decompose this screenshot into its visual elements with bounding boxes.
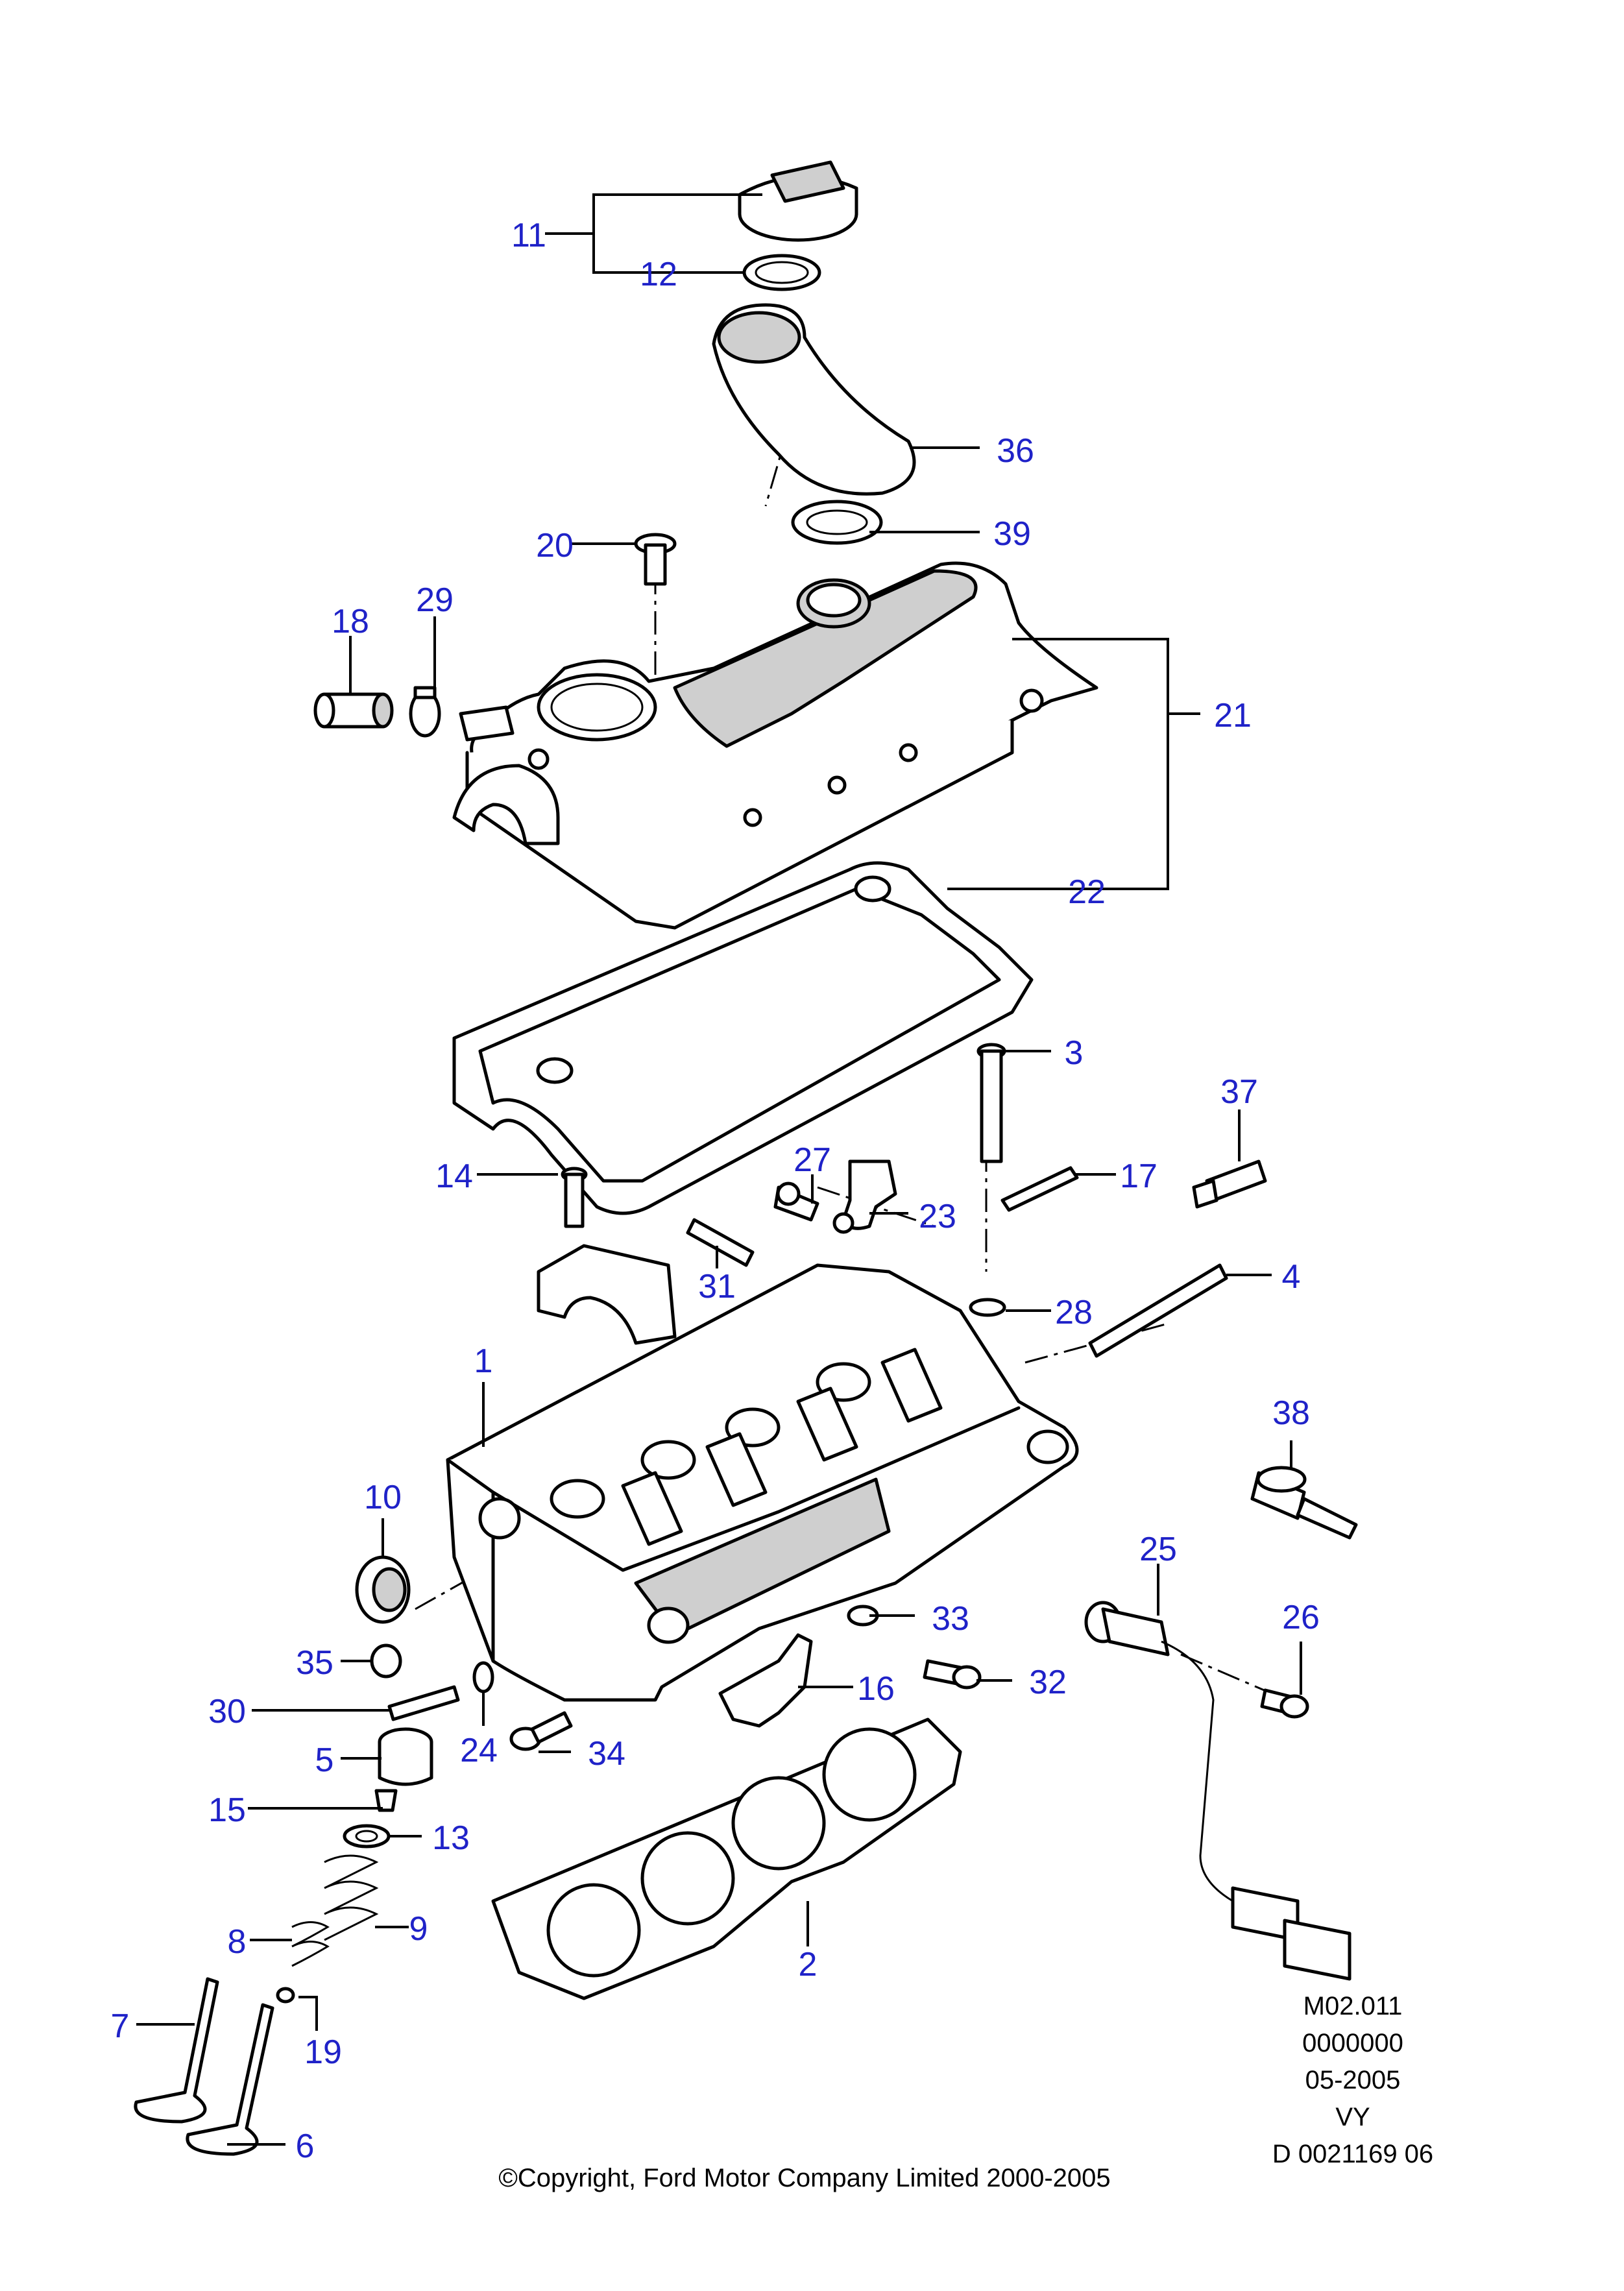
callout-18: 18 xyxy=(332,603,369,640)
hose-clip xyxy=(409,686,441,738)
callout-26: 26 xyxy=(1282,1599,1320,1636)
callout-3: 3 xyxy=(1065,1034,1084,1072)
rod xyxy=(1088,1263,1228,1358)
cover-bolt xyxy=(634,533,677,586)
copyright-notice: ©Copyright, Ford Motor Company Limited 2… xyxy=(498,2164,1110,2192)
dowel-pin xyxy=(1000,1166,1079,1212)
callout-23: 23 xyxy=(919,1198,956,1235)
temperature-sensor xyxy=(1192,1159,1267,1209)
callout-38: 38 xyxy=(1272,1394,1310,1432)
cylinder-head-cover xyxy=(452,561,1098,930)
callout-11: 11 xyxy=(511,217,546,254)
camshaft-seal xyxy=(355,1555,411,1624)
bearing-cap-bolt xyxy=(561,1167,588,1228)
callout-27: 27 xyxy=(794,1141,831,1179)
callout-33: 33 xyxy=(932,1600,969,1638)
tappet xyxy=(378,1727,433,1786)
diagram-code-block: M02.011 0000000 05-2005 VY D 0021169 06 xyxy=(1272,1992,1433,2168)
diagram-code-line4: VY xyxy=(1335,2103,1370,2131)
washer xyxy=(969,1298,1006,1317)
callout-25: 25 xyxy=(1139,1531,1177,1568)
callout-4: 4 xyxy=(1282,1258,1301,1296)
callout-29: 29 xyxy=(416,581,454,619)
valve-collet xyxy=(374,1789,398,1812)
callout-labels: 1 2 3 4 5 6 7 8 9 10 11 12 13 14 15 16 1… xyxy=(111,217,1320,2165)
callout-13: 13 xyxy=(432,1819,470,1857)
callout-9: 9 xyxy=(409,1910,428,1948)
head-gasket xyxy=(491,1717,962,2000)
diagram-code-line3: 05-2005 xyxy=(1305,2066,1401,2094)
callout-30: 30 xyxy=(208,1693,246,1730)
filler-cap-seal xyxy=(742,254,821,291)
callout-28: 28 xyxy=(1055,1294,1093,1331)
diagram-code-line5: D 0021169 06 xyxy=(1272,2140,1433,2168)
breather-hose xyxy=(313,692,394,729)
callout-17: 17 xyxy=(1120,1158,1157,1195)
bolt-32 xyxy=(923,1659,982,1690)
bolt-34 xyxy=(509,1711,573,1751)
callout-31: 31 xyxy=(698,1268,736,1305)
callout-6: 6 xyxy=(296,2127,315,2165)
callout-39: 39 xyxy=(993,515,1031,553)
callout-19: 19 xyxy=(304,2033,342,2071)
spring-retainer xyxy=(343,1824,391,1849)
callout-24: 24 xyxy=(460,1732,498,1769)
plug xyxy=(370,1643,402,1679)
callout-34: 34 xyxy=(588,1735,625,1773)
filler-neck-seal xyxy=(791,500,883,545)
diagram-code-line1: M02.011 xyxy=(1303,1992,1403,2020)
callout-16: 16 xyxy=(857,1670,895,1708)
inner-spring xyxy=(291,1921,330,1967)
callout-12: 12 xyxy=(640,256,677,293)
cylinder-head xyxy=(446,1263,1079,1702)
callout-8: 8 xyxy=(228,1923,247,1961)
inlet-valve xyxy=(134,1977,219,2124)
callout-20: 20 xyxy=(536,527,574,564)
callout-21: 21 xyxy=(1214,697,1252,734)
cover-gasket xyxy=(452,861,1034,1215)
callout-10: 10 xyxy=(364,1479,402,1516)
callout-35: 35 xyxy=(296,1644,333,1682)
oil-filler-cap xyxy=(738,160,858,242)
callout-15: 15 xyxy=(208,1791,246,1829)
pressure-sensor xyxy=(1250,1466,1358,1540)
diagram-code-line2: 0000000 xyxy=(1302,2029,1403,2057)
callout-1: 1 xyxy=(474,1342,493,1380)
callout-7: 7 xyxy=(111,2007,130,2045)
bearing-cap xyxy=(537,1244,677,1345)
callout-37: 37 xyxy=(1220,1073,1258,1111)
callout-22: 22 xyxy=(1068,873,1106,911)
valve-stem-seal xyxy=(276,1987,295,2004)
bracket xyxy=(832,1159,897,1234)
callout-36: 36 xyxy=(997,432,1034,470)
position-sensor xyxy=(1084,1601,1351,1981)
stud xyxy=(686,1218,755,1267)
stud-30 xyxy=(387,1685,460,1721)
outer-spring xyxy=(324,1854,379,1941)
callout-5: 5 xyxy=(315,1741,334,1779)
sensor-bolt xyxy=(1260,1688,1309,1719)
exhaust-valve xyxy=(186,2003,274,2156)
head-bolt xyxy=(976,1043,1006,1163)
callout-32: 32 xyxy=(1029,1664,1067,1701)
small-plug xyxy=(472,1661,494,1693)
oil-filler-neck xyxy=(712,303,916,496)
leader-lines xyxy=(136,193,1302,2146)
callout-14: 14 xyxy=(435,1158,473,1195)
callout-2: 2 xyxy=(799,1946,818,1983)
bracket-bolt xyxy=(773,1182,819,1222)
bracket-16 xyxy=(718,1633,813,1728)
